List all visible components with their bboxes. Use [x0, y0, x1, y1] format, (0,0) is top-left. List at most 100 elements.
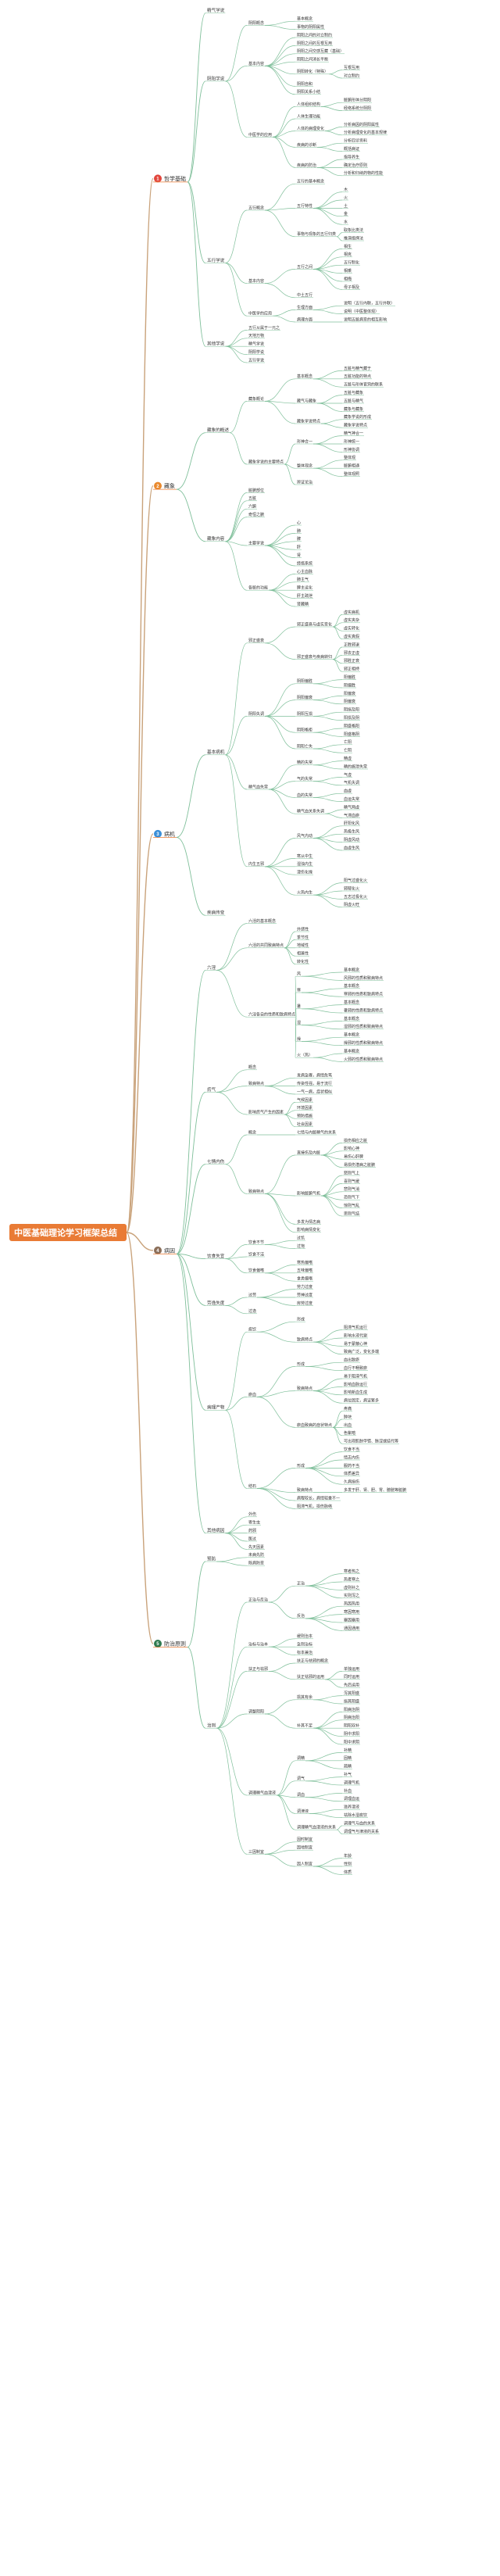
topic-node[interactable]: 阴阳之间的互根互用	[295, 41, 333, 46]
topic-node[interactable]: 肾藏精	[295, 601, 309, 606]
topic-node[interactable]: 取象比类法	[342, 227, 364, 233]
topic-node[interactable]: 恐则气下	[342, 1195, 360, 1200]
topic-node[interactable]: 直接伤及内脏	[295, 1150, 321, 1155]
topic-node[interactable]: 扶正与祛邪	[247, 1666, 269, 1672]
topic-node[interactable]: 调精	[295, 1755, 305, 1761]
topic-node[interactable]: 分析四诊资料	[342, 138, 368, 144]
topic-node[interactable]: 藏象学说特点	[342, 423, 368, 428]
root-node[interactable]: 中医基础理论学习框架总结	[9, 1224, 127, 1241]
topic-node[interactable]: 肝	[295, 546, 302, 550]
topic-node[interactable]: 损其阴盛	[342, 1698, 360, 1704]
topic-node[interactable]: 藏象的概述	[205, 427, 230, 433]
topic-node[interactable]: 先天因素	[247, 1544, 265, 1550]
topic-node[interactable]: 阳偏胜	[342, 674, 356, 680]
topic-node[interactable]: 损伤相应之脏	[342, 1138, 368, 1143]
topic-node[interactable]: 五行学说	[247, 357, 265, 363]
topic-node[interactable]: 中医学的应用	[247, 311, 273, 317]
topic-node[interactable]: 阴阳格拒	[295, 728, 313, 733]
topic-node[interactable]: 说明（五行内联，五行外联）	[342, 301, 395, 306]
topic-node[interactable]: 预防	[205, 1555, 217, 1562]
topic-node[interactable]: 气滞血瘀	[342, 813, 360, 818]
topic-node[interactable]: 致病特点	[295, 1487, 313, 1493]
topic-node[interactable]: 饮食不节	[247, 1240, 265, 1245]
topic-node[interactable]: 人体生理功能	[295, 113, 321, 119]
topic-node[interactable]: 治则	[205, 1723, 217, 1729]
topic-node[interactable]: 对立制约	[342, 73, 360, 78]
topic-node[interactable]: 精气学说	[247, 342, 265, 347]
topic-node[interactable]: 中土五行	[295, 292, 313, 298]
topic-node[interactable]: 虚则补之	[342, 1585, 360, 1590]
topic-node[interactable]: 调理气与津液的关系	[342, 1829, 380, 1834]
topic-node[interactable]: 饮食失宜	[205, 1253, 226, 1259]
topic-node[interactable]: 火（热）	[295, 1053, 313, 1058]
topic-node[interactable]: 火	[342, 195, 348, 200]
topic-node[interactable]: 调气	[295, 1776, 305, 1781]
topic-node[interactable]: 血出致瘀	[342, 1358, 360, 1363]
topic-node[interactable]: 治标与治本	[247, 1642, 269, 1648]
topic-node[interactable]: 影响疠气产生的因素	[247, 1109, 284, 1114]
topic-node[interactable]: 概括病证	[342, 146, 360, 152]
topic-node[interactable]: 致病特点	[247, 1189, 265, 1194]
topic-node[interactable]: 瘀血致病的症状特点	[295, 1422, 333, 1428]
topic-node[interactable]: 五脏与藏象	[342, 390, 364, 395]
topic-node[interactable]: 六腑	[247, 504, 257, 510]
topic-node[interactable]: 易于阻滞气机	[342, 1373, 368, 1379]
topic-node[interactable]: 五脏与精气	[342, 398, 364, 403]
topic-node[interactable]: 调理精气血津液	[247, 1790, 277, 1795]
topic-node[interactable]: 阴病治阳	[342, 1715, 360, 1720]
topic-node[interactable]: 虚实真假	[342, 634, 360, 639]
topic-node[interactable]: 传染性强，易于流行	[295, 1081, 333, 1086]
topic-node[interactable]: 藏象内容	[205, 535, 226, 542]
topic-node[interactable]: 基本概念	[295, 16, 313, 22]
topic-node[interactable]: 热因热用	[342, 1601, 360, 1607]
topic-node[interactable]: 体质	[342, 1869, 352, 1875]
topic-node[interactable]: 一气一病，症状相似	[295, 1089, 333, 1094]
topic-node[interactable]: 说明五脏病变的相互影响	[342, 317, 388, 322]
topic-node[interactable]: 发病急骤，病情危笃	[295, 1073, 333, 1079]
topic-node[interactable]: 主要学说	[247, 540, 265, 546]
topic-node[interactable]: 金	[342, 211, 348, 216]
topic-node[interactable]: 藏象学说的主要特点	[247, 459, 284, 464]
topic-node[interactable]: 人体组织结构	[295, 102, 321, 107]
topic-node[interactable]: 心	[295, 520, 302, 525]
topic-node[interactable]: 精气学说	[205, 7, 226, 13]
topic-node[interactable]: 阴阳失调	[247, 711, 265, 717]
topic-node[interactable]: 相侮	[342, 276, 352, 281]
topic-node[interactable]: 邪正相持	[342, 667, 360, 672]
topic-node[interactable]: 阴阳之间的对立制约	[295, 32, 333, 38]
topic-node[interactable]: 暑	[295, 1004, 302, 1009]
topic-node[interactable]: 年龄	[342, 1853, 352, 1859]
topic-node[interactable]: 调津液	[295, 1809, 309, 1814]
topic-node[interactable]: 说明（中医整体观）	[342, 309, 380, 314]
topic-node[interactable]: 阳盛格阴	[342, 732, 360, 737]
topic-node[interactable]: 饮食不洁	[247, 1251, 265, 1257]
topic-node[interactable]: 思则气结	[342, 1211, 360, 1216]
topic-node[interactable]: 生理方面	[295, 305, 313, 310]
topic-node[interactable]: 病程较长，病情轻重不一	[295, 1495, 341, 1501]
topic-node[interactable]: 三因制宜	[247, 1849, 265, 1855]
topic-node[interactable]: 出血	[342, 1422, 352, 1428]
topic-node[interactable]: 祛除水湿痰饮	[342, 1812, 368, 1818]
topic-node[interactable]: 土	[342, 203, 348, 209]
topic-node[interactable]: 预防措施	[295, 1114, 313, 1119]
topic-node[interactable]: 虚实夹杂	[342, 617, 360, 623]
topic-node[interactable]: 过饥	[295, 1236, 305, 1241]
topic-node[interactable]: 阴阳之间消长平衡	[295, 57, 329, 63]
topic-node[interactable]: 整体观	[342, 455, 356, 460]
topic-node[interactable]: 环境因素	[295, 1105, 313, 1111]
topic-node[interactable]: 辨证论治	[295, 479, 313, 485]
topic-node[interactable]: 五志过极化火	[342, 894, 368, 900]
topic-node[interactable]: 医过	[247, 1536, 257, 1541]
topic-node[interactable]: 藏象概论	[247, 396, 265, 402]
topic-node[interactable]: 影响脏腑气机	[295, 1190, 321, 1196]
topic-node[interactable]: 社会因素	[295, 1122, 313, 1127]
topic-node[interactable]: 调理精气血津液的关系	[295, 1825, 337, 1830]
topic-node[interactable]: 水	[342, 220, 348, 225]
topic-node[interactable]: 风	[295, 972, 302, 977]
topic-node[interactable]: 外感性	[295, 926, 309, 932]
topic-node[interactable]: 正胜邪退	[342, 642, 360, 647]
topic-node[interactable]: 肺	[295, 529, 302, 534]
topic-node[interactable]: 湿浊内生	[295, 861, 313, 867]
topic-node[interactable]: 因地制宜	[295, 1845, 313, 1851]
